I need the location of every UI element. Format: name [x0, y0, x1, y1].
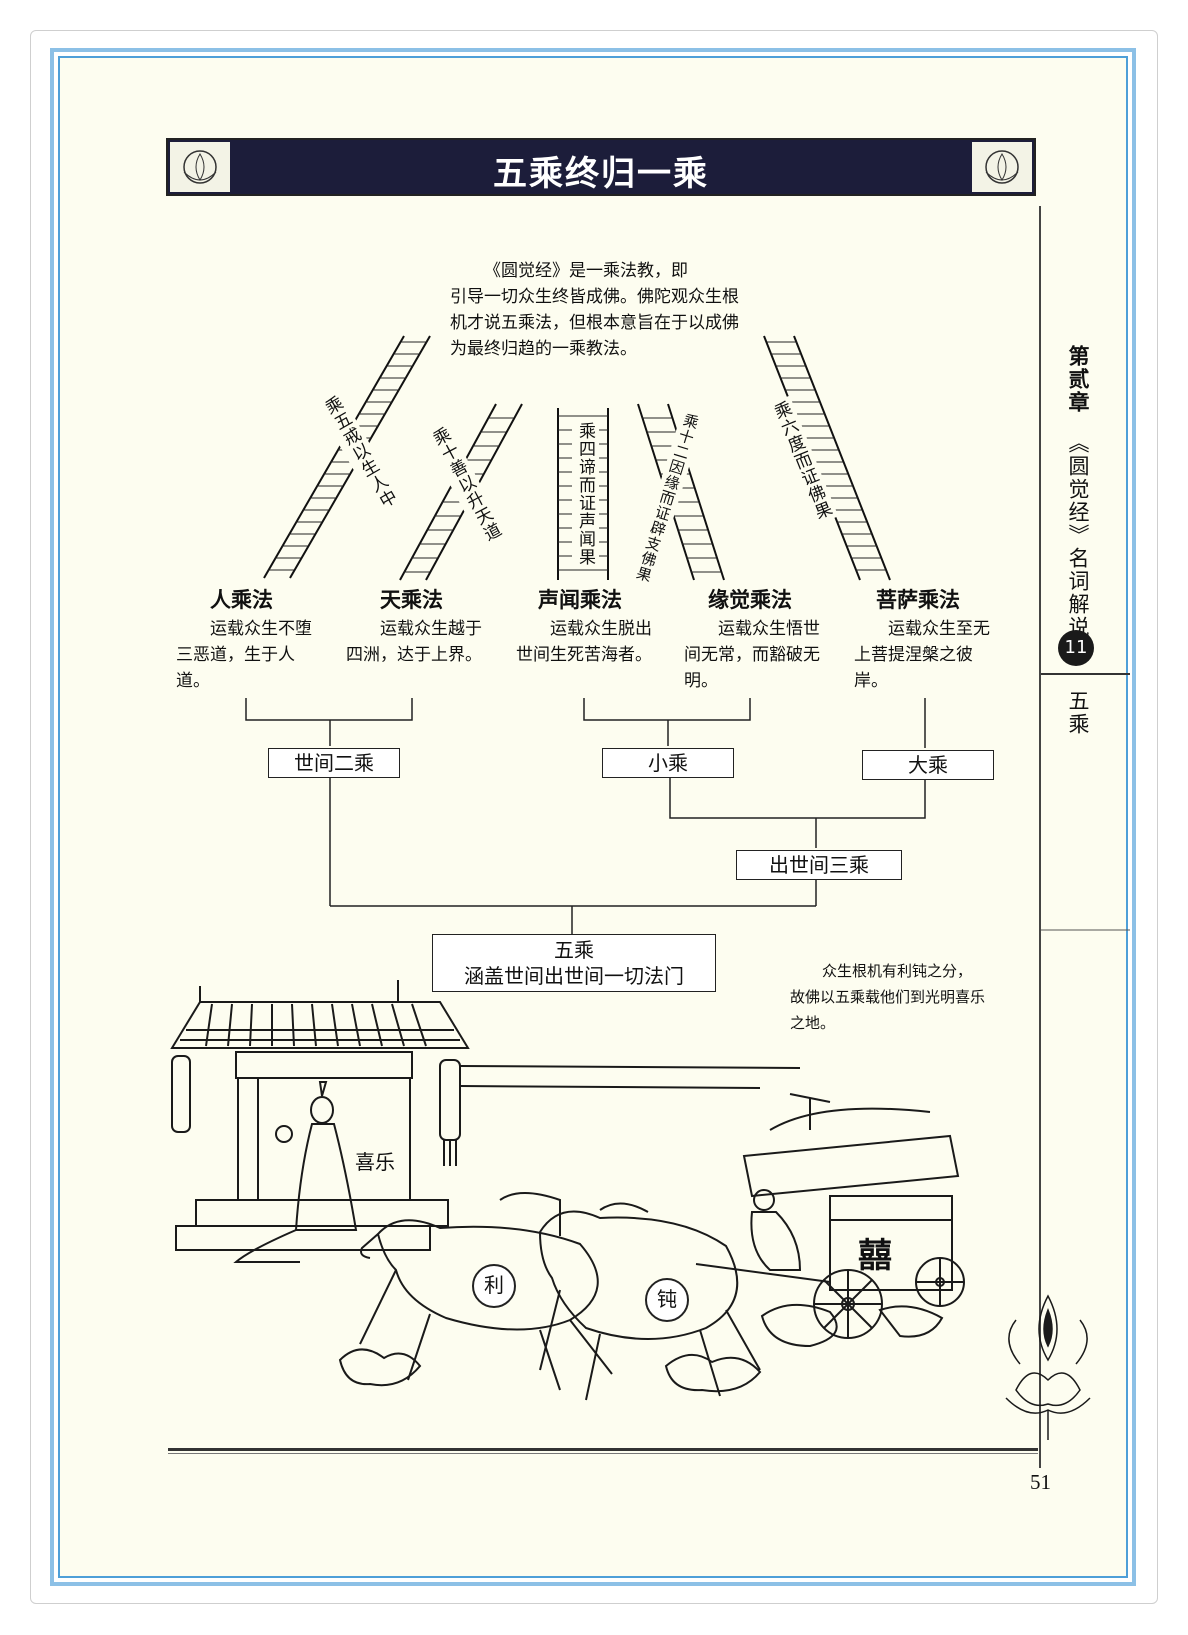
transcendent-three-vehicles-box: 出世间三乘: [736, 850, 902, 880]
vehicle-title-pratyeka: 缘觉乘法: [708, 588, 792, 612]
outer-frame: [50, 48, 1136, 1586]
small-vehicle-box: 小乘: [602, 748, 734, 778]
book-label: 《圆觉经》名词解说: [1066, 432, 1090, 639]
five-vehicles-box: 五乘 涵盖世间出世间一切法门: [432, 934, 716, 992]
illustration-caption: 众生根机有利钝之分，故佛以五乘载他们到光明喜乐之地。: [790, 962, 986, 1032]
ladder-label-sravaka: 乘四谛而证声闻果: [572, 420, 599, 568]
page-title: 五乘终归一乘: [493, 154, 709, 194]
title-banner: 五乘终归一乘: [166, 138, 1036, 196]
vehicle-title-heaven: 天乘法: [380, 588, 443, 612]
five-vehicles-subtitle: 涵盖世间出世间一切法门: [464, 964, 684, 988]
intro-body: 引导一切众生终皆成佛。佛陀观众生根机才说五乘法，但根本意旨在于以成佛为最终归趋的…: [450, 287, 739, 359]
page-number: 51: [1030, 1470, 1051, 1494]
footer-rule-thin: [168, 1453, 1038, 1454]
side-divider: [1039, 206, 1041, 1468]
footer-rule: [168, 1448, 1038, 1451]
vehicle-desc-human: 运载众生不堕三恶道，生于人道。: [176, 619, 312, 691]
double-happiness-mark: 囍: [858, 1236, 892, 1276]
topic-label: 五乘: [1066, 690, 1090, 736]
vehicle-desc-bodhisattva: 运载众生至无上菩提涅槃之彼岸。: [854, 619, 990, 691]
chapter-label: 第贰章: [1066, 345, 1090, 414]
chapter-badge: 11: [1058, 630, 1094, 666]
lotus-ornament-icon: [972, 142, 1032, 192]
worldly-two-vehicles-box: 世间二乘: [268, 748, 400, 778]
intro-text: 《圆觉经》是一乘法教，即 引导一切众生终皆成佛。佛陀观众生根机才说五乘法，但根本…: [450, 258, 740, 362]
horse-label-dull: 钝: [645, 1278, 689, 1322]
horse-label-sharp: 利: [472, 1264, 516, 1308]
vehicle-title-bodhisattva: 菩萨乘法: [876, 588, 960, 612]
vehicle-desc-pratyeka: 运载众生悟世间无常，而豁破无明。: [684, 619, 820, 691]
lotus-flower-icon: [1005, 1294, 1091, 1440]
vehicle-desc-heaven: 运载众生越于四洲，达于上界。: [346, 619, 482, 665]
great-vehicle-box: 大乘: [862, 750, 994, 780]
intro-first-line: 《圆觉经》是一乘法教，即: [484, 261, 688, 281]
lotus-ornament-icon: [170, 142, 230, 192]
vehicle-title-sravaka: 声闻乘法: [538, 588, 622, 612]
inner-frame: [58, 56, 1128, 1578]
vehicle-desc-sravaka: 运载众生脱出世间生死苦海者。: [516, 619, 652, 665]
five-vehicles-title: 五乘: [554, 938, 594, 962]
vehicle-title-human: 人乘法: [210, 588, 273, 612]
gate-label: 喜乐: [355, 1150, 395, 1174]
